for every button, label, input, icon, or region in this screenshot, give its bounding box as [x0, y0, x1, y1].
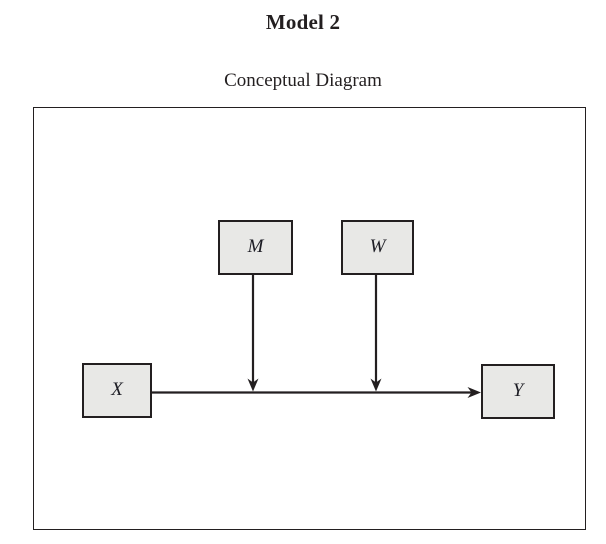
- node-w: W: [341, 220, 414, 275]
- page-subtitle: Conceptual Diagram: [224, 70, 382, 91]
- node-m: M: [218, 220, 293, 275]
- node-x: X: [82, 363, 152, 418]
- node-m-label: M: [247, 236, 264, 257]
- diagram-frame: [33, 107, 586, 530]
- node-w-label: W: [369, 236, 386, 257]
- node-x-label: X: [111, 379, 123, 400]
- node-y-label: Y: [512, 380, 524, 401]
- page-title: Model 2: [265, 10, 341, 34]
- node-y: Y: [481, 364, 555, 419]
